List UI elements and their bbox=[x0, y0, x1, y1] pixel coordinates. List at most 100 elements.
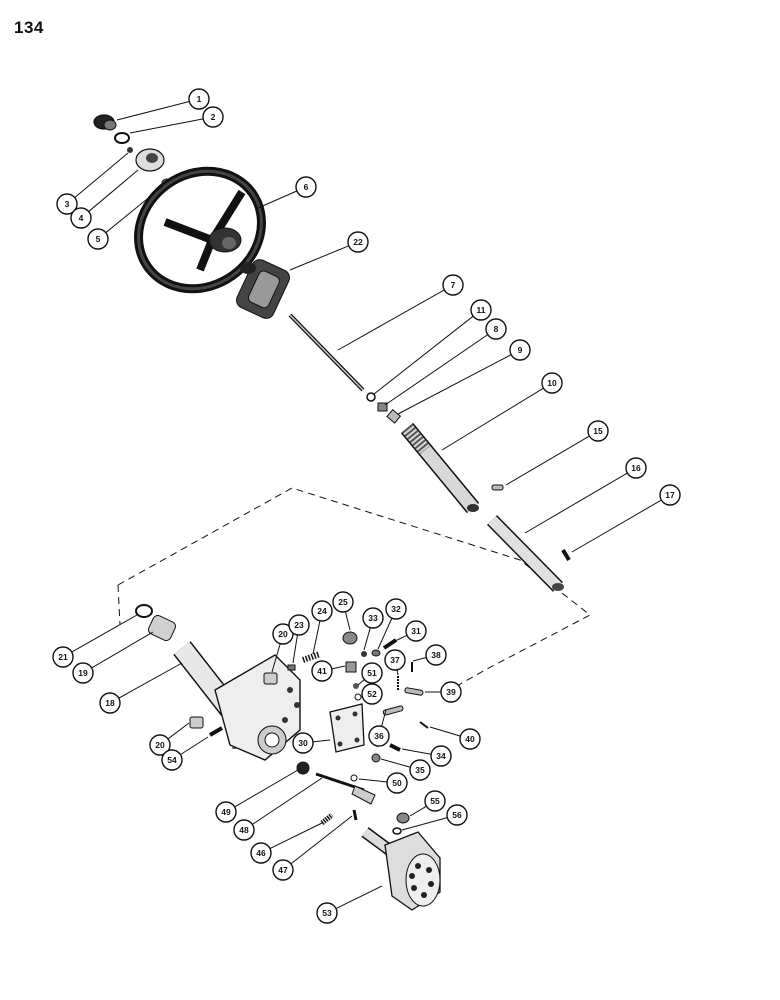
leader-line-5 bbox=[105, 185, 164, 234]
leader-line-6 bbox=[257, 190, 298, 209]
callout-number: 24 bbox=[317, 606, 327, 616]
callout-circle bbox=[215, 801, 237, 823]
callout-circle bbox=[362, 607, 384, 629]
callout-53: 53 bbox=[316, 902, 338, 924]
callout-49: 49 bbox=[215, 801, 237, 823]
nut-51-part bbox=[353, 683, 359, 689]
washer-52-part bbox=[354, 693, 362, 701]
callout-5: 5 bbox=[87, 228, 109, 250]
callout-2: 2 bbox=[202, 106, 224, 128]
leader-line-49 bbox=[234, 769, 299, 808]
leader-line-32 bbox=[377, 617, 393, 650]
leader-line-9 bbox=[397, 354, 512, 415]
callout-23: 23 bbox=[288, 614, 310, 636]
callout-circle bbox=[332, 591, 354, 613]
callout-25: 25 bbox=[332, 591, 354, 613]
callout-number: 1 bbox=[197, 94, 202, 104]
leader-line-4 bbox=[88, 169, 139, 212]
callout-circle bbox=[311, 660, 333, 682]
pin-47-part bbox=[352, 809, 358, 821]
callout-number: 15 bbox=[593, 426, 603, 436]
callout-number: 11 bbox=[477, 305, 486, 315]
callout-circle bbox=[295, 176, 317, 198]
callout-number: 32 bbox=[391, 604, 401, 614]
callout-circle bbox=[233, 819, 255, 841]
callout-circle bbox=[311, 600, 333, 622]
callout-54: 54 bbox=[161, 749, 183, 771]
callout-circle bbox=[87, 228, 109, 250]
link-39-part bbox=[404, 687, 424, 696]
callout-number: 30 bbox=[298, 738, 308, 748]
callout-circle bbox=[250, 842, 272, 864]
callout-56: 56 bbox=[446, 804, 468, 826]
upper-bushing-part bbox=[148, 615, 176, 641]
callout-circle bbox=[292, 732, 314, 754]
callout-circle bbox=[361, 683, 383, 705]
callout-number: 48 bbox=[239, 825, 249, 835]
callout-circle bbox=[485, 318, 507, 340]
callout-circle bbox=[149, 734, 171, 756]
callout-circle bbox=[188, 88, 210, 110]
leader-line-3 bbox=[74, 152, 129, 198]
fitting-46-part bbox=[320, 813, 334, 825]
callout-9: 9 bbox=[509, 339, 531, 361]
callout-circle bbox=[368, 725, 390, 747]
callout-number: 16 bbox=[631, 463, 641, 473]
callout-number: 8 bbox=[494, 324, 499, 334]
callout-37: 37 bbox=[384, 649, 406, 671]
leader-line-21 bbox=[71, 614, 138, 653]
leader-line-38 bbox=[412, 657, 427, 662]
leader-line-54 bbox=[180, 736, 209, 756]
callout-circle bbox=[161, 749, 183, 771]
callout-38: 38 bbox=[425, 644, 447, 666]
callout-number: 34 bbox=[436, 751, 446, 761]
lever-part bbox=[351, 785, 376, 805]
callout-20: 20 bbox=[149, 734, 171, 756]
leader-line-2 bbox=[129, 118, 204, 134]
leader-line-8 bbox=[384, 334, 489, 406]
leader-line-11 bbox=[373, 315, 474, 395]
callout-number: 56 bbox=[452, 810, 462, 820]
callout-circle bbox=[430, 745, 452, 767]
callout-number: 10 bbox=[547, 378, 557, 388]
spacer-part-upper bbox=[263, 672, 278, 685]
leader-line-51 bbox=[357, 679, 365, 686]
column-tube-part bbox=[400, 422, 480, 514]
spring-part bbox=[302, 651, 321, 663]
callout-number: 31 bbox=[411, 626, 421, 636]
callout-circle bbox=[272, 859, 294, 881]
coupling-part bbox=[377, 402, 388, 412]
callout-circle bbox=[202, 106, 224, 128]
callout-number: 41 bbox=[317, 666, 327, 676]
callout-number: 33 bbox=[368, 613, 378, 623]
callout-circle bbox=[288, 614, 310, 636]
callout-number: 5 bbox=[96, 234, 101, 244]
leader-line-15 bbox=[505, 435, 590, 486]
callout-20: 20 bbox=[272, 623, 294, 645]
callout-number: 23 bbox=[294, 620, 304, 630]
callout-circle bbox=[446, 804, 468, 826]
retaining-ring-part bbox=[135, 604, 153, 618]
callout-number: 47 bbox=[278, 865, 288, 875]
leader-line-33 bbox=[363, 627, 371, 651]
leader-line-56 bbox=[401, 817, 448, 831]
callout-circle bbox=[541, 372, 563, 394]
washer-small-part bbox=[361, 651, 367, 657]
callout-35: 35 bbox=[409, 759, 431, 781]
callout-7: 7 bbox=[442, 274, 464, 296]
callout-circle bbox=[347, 231, 369, 253]
callout-circle bbox=[625, 457, 647, 479]
callout-number: 40 bbox=[465, 734, 475, 744]
callout-number: 20 bbox=[155, 740, 165, 750]
pin-part bbox=[287, 664, 296, 671]
block-part bbox=[345, 661, 357, 673]
leader-line-1 bbox=[116, 100, 190, 121]
callout-34: 34 bbox=[430, 745, 452, 767]
callout-52: 52 bbox=[361, 683, 383, 705]
fitting-55-part bbox=[396, 812, 410, 824]
callout-33: 33 bbox=[362, 607, 384, 629]
callout-circle bbox=[316, 902, 338, 924]
callout-circle bbox=[659, 484, 681, 506]
leader-line-18 bbox=[118, 662, 183, 699]
